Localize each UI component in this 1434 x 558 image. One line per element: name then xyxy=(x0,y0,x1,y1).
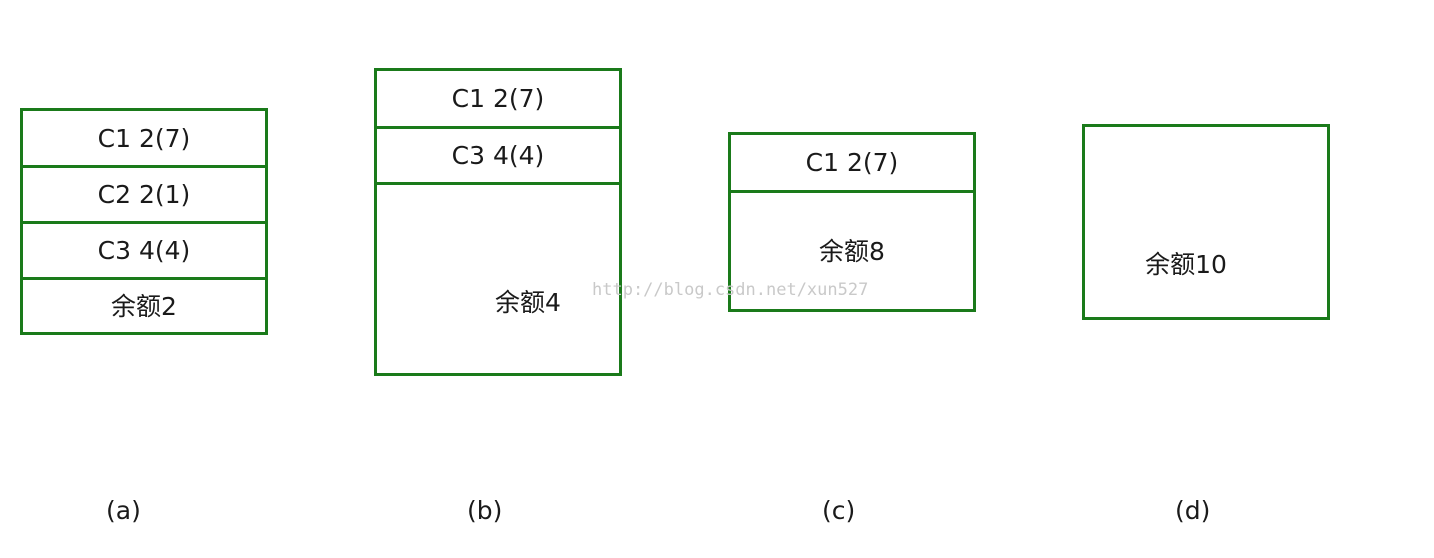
diagram-a-cell-3: C3 4(4) xyxy=(97,236,191,265)
watermark-text: http://blog.csdn.net/xun527 xyxy=(592,280,869,300)
caption-c: (c) xyxy=(822,496,856,525)
diagram-c-cell-2: 余额8 xyxy=(819,236,885,266)
diagram-b-divider-1 xyxy=(377,126,619,129)
diagram-a-cell-4: 余额2 xyxy=(111,291,177,321)
diagram-a-box: C1 2(7) C2 2(1) C3 4(4) 余额2 xyxy=(20,108,268,335)
diagram-d-cell-1: 余额10 xyxy=(1145,249,1227,279)
diagram-b-box: C1 2(7) C3 4(4) 余额4 xyxy=(374,68,622,376)
diagram-a-divider-3 xyxy=(23,277,265,280)
diagram-b-cell-2: C3 4(4) xyxy=(451,141,545,170)
diagram-a-divider-1 xyxy=(23,165,265,168)
diagram-b-cell-1: C1 2(7) xyxy=(451,84,545,113)
diagram-a-cell-2: C2 2(1) xyxy=(97,180,191,209)
caption-b: (b) xyxy=(467,496,503,525)
diagram-c-box: C1 2(7) 余额8 xyxy=(728,132,976,312)
diagram-a-divider-2 xyxy=(23,221,265,224)
caption-d: (d) xyxy=(1175,496,1211,525)
diagram-c-cell-1: C1 2(7) xyxy=(805,148,899,177)
caption-a: (a) xyxy=(106,496,141,525)
diagram-b-divider-2 xyxy=(377,182,619,185)
diagram-a-cell-1: C1 2(7) xyxy=(97,124,191,153)
diagram-c-divider-1 xyxy=(731,190,973,193)
diagram-b-cell-3: 余额4 xyxy=(495,287,561,317)
diagram-d-box: 余额10 xyxy=(1082,124,1330,320)
